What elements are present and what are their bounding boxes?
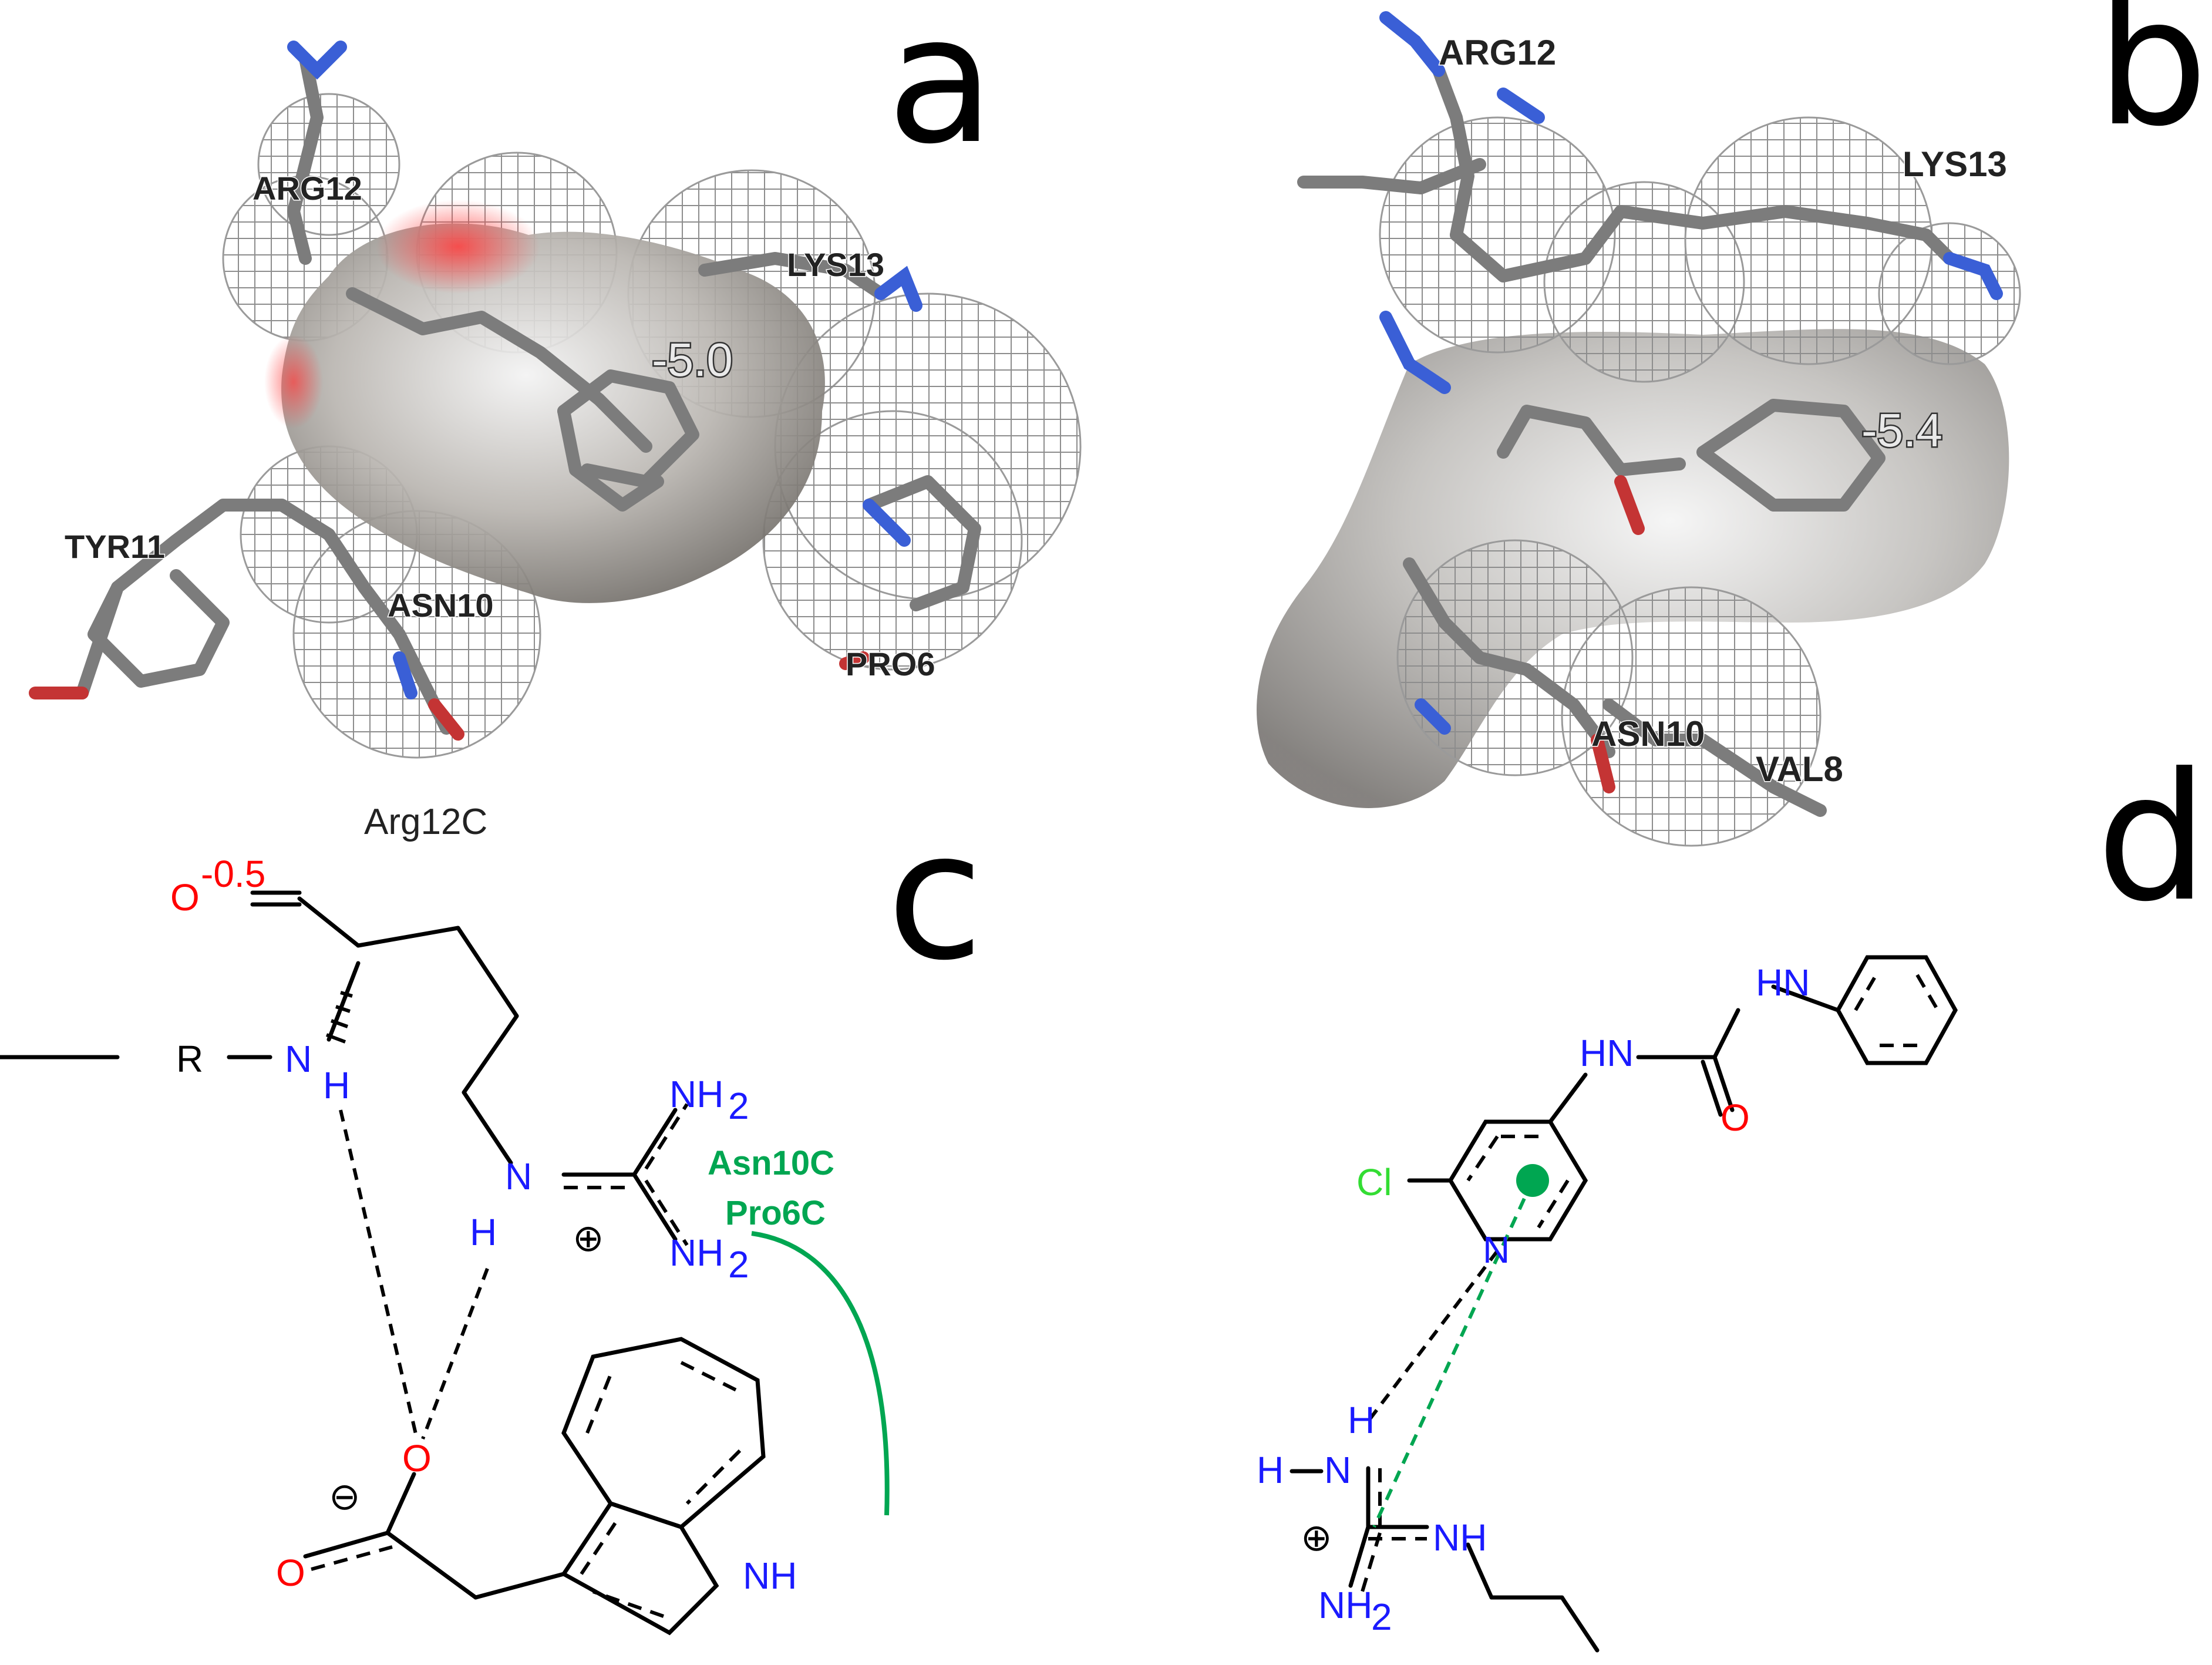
- panel-d-atom-hn-mid: HN: [1580, 1032, 1634, 1074]
- panel-a-energy: -5.0: [652, 334, 733, 386]
- panel-c-indole-acetate: [303, 1337, 766, 1636]
- panel-c-plus-charge: ⊕: [573, 1217, 604, 1259]
- panel-d-plus-charge: ⊕: [1301, 1516, 1332, 1559]
- panel-c-hbonds: [339, 1109, 489, 1440]
- panel-b-energy: -5.4: [1861, 404, 1942, 456]
- panel-c-hydrophobic-arc: [751, 1231, 890, 1516]
- panel-b-residue-asn10: ASN10: [1591, 714, 1705, 754]
- panel-a-residue-arg12: ARG12: [252, 170, 362, 207]
- panel-d-interactions: [1366, 1179, 1534, 1528]
- panel-c-atom-r: R: [176, 1038, 203, 1080]
- panel-a-residue-lys13: LYS13: [787, 246, 884, 283]
- panel-a-residue-tyr11: TYR11: [65, 528, 165, 565]
- panel-c-atom-o-carboxyl: O: [276, 1552, 305, 1594]
- panel-c-atom-nh2-top-sub: 2: [728, 1085, 749, 1127]
- panel-a-sticks: [29, 41, 981, 741]
- panel-b-residue-lys13: LYS13: [1903, 144, 2007, 184]
- panel-c-bonds: [0, 890, 689, 1246]
- panel-c-atom-nh2-bottom-sub: 2: [728, 1243, 749, 1286]
- panel-c-atom-o-ring: O: [402, 1437, 432, 1479]
- panel-b-residue-arg12: ARG12: [1439, 33, 1556, 72]
- panel-c-minus-charge: ⊖: [329, 1475, 361, 1518]
- panel-c-atom-h1: H: [323, 1064, 350, 1106]
- panel-c-hashed-wedge: [325, 991, 353, 1044]
- panel-d-atom-h: H: [1348, 1399, 1375, 1441]
- panel-c-atom-h2: H: [470, 1211, 497, 1253]
- panel-b: b ARG12: [1257, 0, 2208, 847]
- panel-d-atom-nh2-sub: 2: [1371, 1596, 1392, 1638]
- panel-c-hydrophobic-asn10c: Asn10C: [708, 1144, 834, 1182]
- panel-c-atom-nh2-bottom: NH: [669, 1232, 723, 1274]
- panel-c-atom-o-charged: O: [170, 876, 200, 919]
- panel-c: c Arg12C: [0, 794, 984, 1636]
- panel-d-atom-h-n: H: [1257, 1449, 1284, 1491]
- panel-a-residue-asn10: ASN10: [388, 587, 494, 624]
- panel-d-atom-nh2: NH: [1318, 1584, 1372, 1626]
- panel-d-atom-nh: NH: [1433, 1516, 1487, 1559]
- panel-d-atom-n-left: N: [1324, 1449, 1351, 1491]
- panel-c-hydrophobic-pro6c: Pro6C: [725, 1194, 826, 1232]
- panel-d-atom-o: O: [1721, 1096, 1750, 1139]
- panel-d-atom-cl: Cl: [1356, 1161, 1392, 1203]
- panel-c-atom-n2: N: [505, 1155, 532, 1198]
- panel-c-residue-label: Arg12C: [364, 802, 487, 842]
- panel-d: d: [1257, 735, 2208, 1653]
- panel-c-atom-nh2-top: NH: [669, 1073, 723, 1115]
- panel-a-letter: a: [887, 0, 995, 183]
- panel-d-atom-hn-top: HN: [1756, 961, 1810, 1004]
- panel-d-letter: d: [2096, 735, 2208, 940]
- panel-b-letter: b: [2096, 0, 2208, 165]
- panel-a: a: [29, 0, 1082, 759]
- panel-a-surface: [281, 223, 825, 603]
- panel-d-bonds: [1290, 955, 1958, 1653]
- panel-c-atom-nh-indole: NH: [743, 1555, 797, 1597]
- panel-a-residue-pro6: PRO6: [846, 645, 935, 682]
- panel-d-atom-n-pyridine: N: [1483, 1229, 1510, 1271]
- panel-a-red-patch: [376, 200, 540, 294]
- panel-b-sticks: [1297, 11, 2003, 817]
- panel-c-atom-o-charge-sup: -0.5: [201, 853, 265, 895]
- panel-c-atom-n: N: [285, 1038, 312, 1080]
- panel-c-letter: c: [887, 794, 984, 999]
- panel-b-residue-val8: VAL8: [1756, 749, 1843, 789]
